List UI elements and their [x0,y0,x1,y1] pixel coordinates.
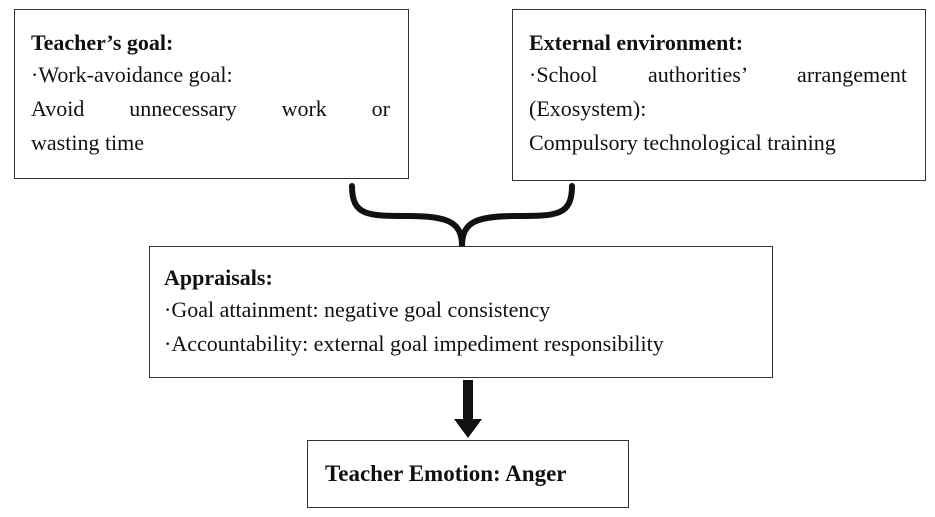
external-environment-title: External environment: [529,30,744,55]
arrow-head [454,419,482,438]
external-environment-item-line2: (Exosystem): [529,96,647,121]
teacher-goal-item: ·Work-avoidance goal: [31,62,233,87]
merge-brace [349,183,575,249]
teacher-goal-desc-line2: wasting time [31,130,145,155]
teacher-emotion-box: Teacher Emotion: Anger [307,440,629,508]
appraisals-goal-attainment: ·Goal attainment: negative goal consiste… [164,297,551,322]
external-environment-desc: Compulsory technological training [529,130,836,155]
teacher-emotion-label: Teacher Emotion: Anger [325,461,567,486]
external-environment-box: External environment: ·School authoritie… [512,9,926,181]
teacher-goal-desc-line1: Avoid unnecessary work or [31,96,390,121]
appraisals-box: Appraisals: ·Goal attainment: negative g… [149,246,773,378]
external-environment-item-line1: ·School authorities’ arrangement [529,62,907,87]
teacher-goal-box: Teacher’s goal: ·Work-avoidance goal: Av… [14,9,409,179]
teacher-goal-title: Teacher’s goal: [31,30,174,55]
appraisals-title: Appraisals: [164,265,273,290]
arrow-shaft [463,380,473,421]
appraisals-accountability: ·Accountability: external goal impedimen… [164,331,664,356]
